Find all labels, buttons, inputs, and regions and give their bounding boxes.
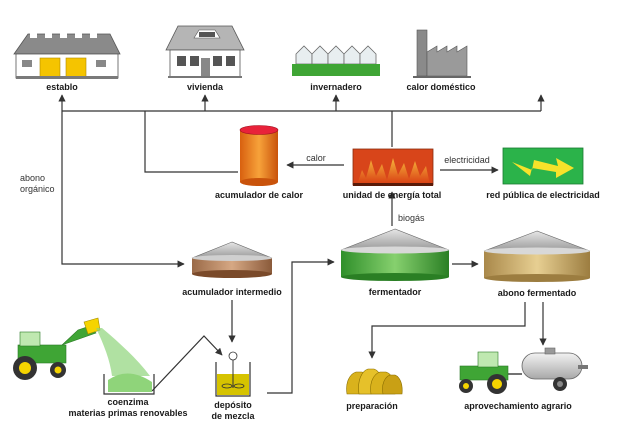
raw-material-flow-icon — [96, 328, 155, 395]
tanker-tractor-icon — [459, 347, 588, 394]
label-deposito-2: de mezcla — [211, 411, 255, 421]
label-acumulador-calor: acumulador de calor — [215, 190, 304, 200]
label-invernadero: invernadero — [310, 82, 362, 92]
connectors — [58, 94, 547, 394]
label-establo: establo — [46, 82, 78, 92]
intermediate-tank-icon — [191, 241, 273, 278]
flow-electricidad: electricidad — [444, 155, 490, 165]
electric-grid-icon — [502, 147, 584, 185]
label-fermentador: fermentador — [369, 287, 422, 297]
label-acumulador-intermedio: acumulador intermedio — [182, 287, 282, 297]
flow-calor: calor — [306, 153, 326, 163]
greenhouse-icon — [292, 45, 380, 76]
heat-accumulator-icon — [239, 125, 279, 186]
flow-abono-2: orgánico — [20, 184, 55, 194]
label-unidad-energia: unidad de energía total — [343, 190, 442, 200]
label-deposito-1: depósito — [214, 400, 252, 410]
factory-icon — [413, 29, 471, 78]
label-calor-domestico: calor doméstico — [406, 82, 476, 92]
label-vivienda: vivienda — [187, 82, 224, 92]
label-coenzima: coenzima — [107, 397, 149, 407]
flow-abono-1: abono — [20, 173, 45, 183]
label-abono-fermentado: abono fermentado — [498, 288, 577, 298]
digestate-tank-icon — [483, 230, 591, 282]
label-aprovechamiento: aprovechamiento agrario — [464, 401, 572, 411]
mixing-tank-icon — [215, 351, 251, 397]
house-icon — [165, 25, 245, 78]
energy-unit-icon — [352, 148, 434, 186]
barn-icon — [13, 30, 121, 79]
fermenter-icon — [340, 228, 450, 281]
label-materias-primas: materias primas renovables — [68, 408, 187, 418]
label-preparacion: preparación — [346, 401, 398, 411]
loader-tractor-icon — [13, 317, 101, 380]
label-red-publica: red pública de electricidad — [486, 190, 600, 200]
sacks-icon — [346, 368, 403, 395]
flow-biogas: biogás — [398, 213, 425, 223]
